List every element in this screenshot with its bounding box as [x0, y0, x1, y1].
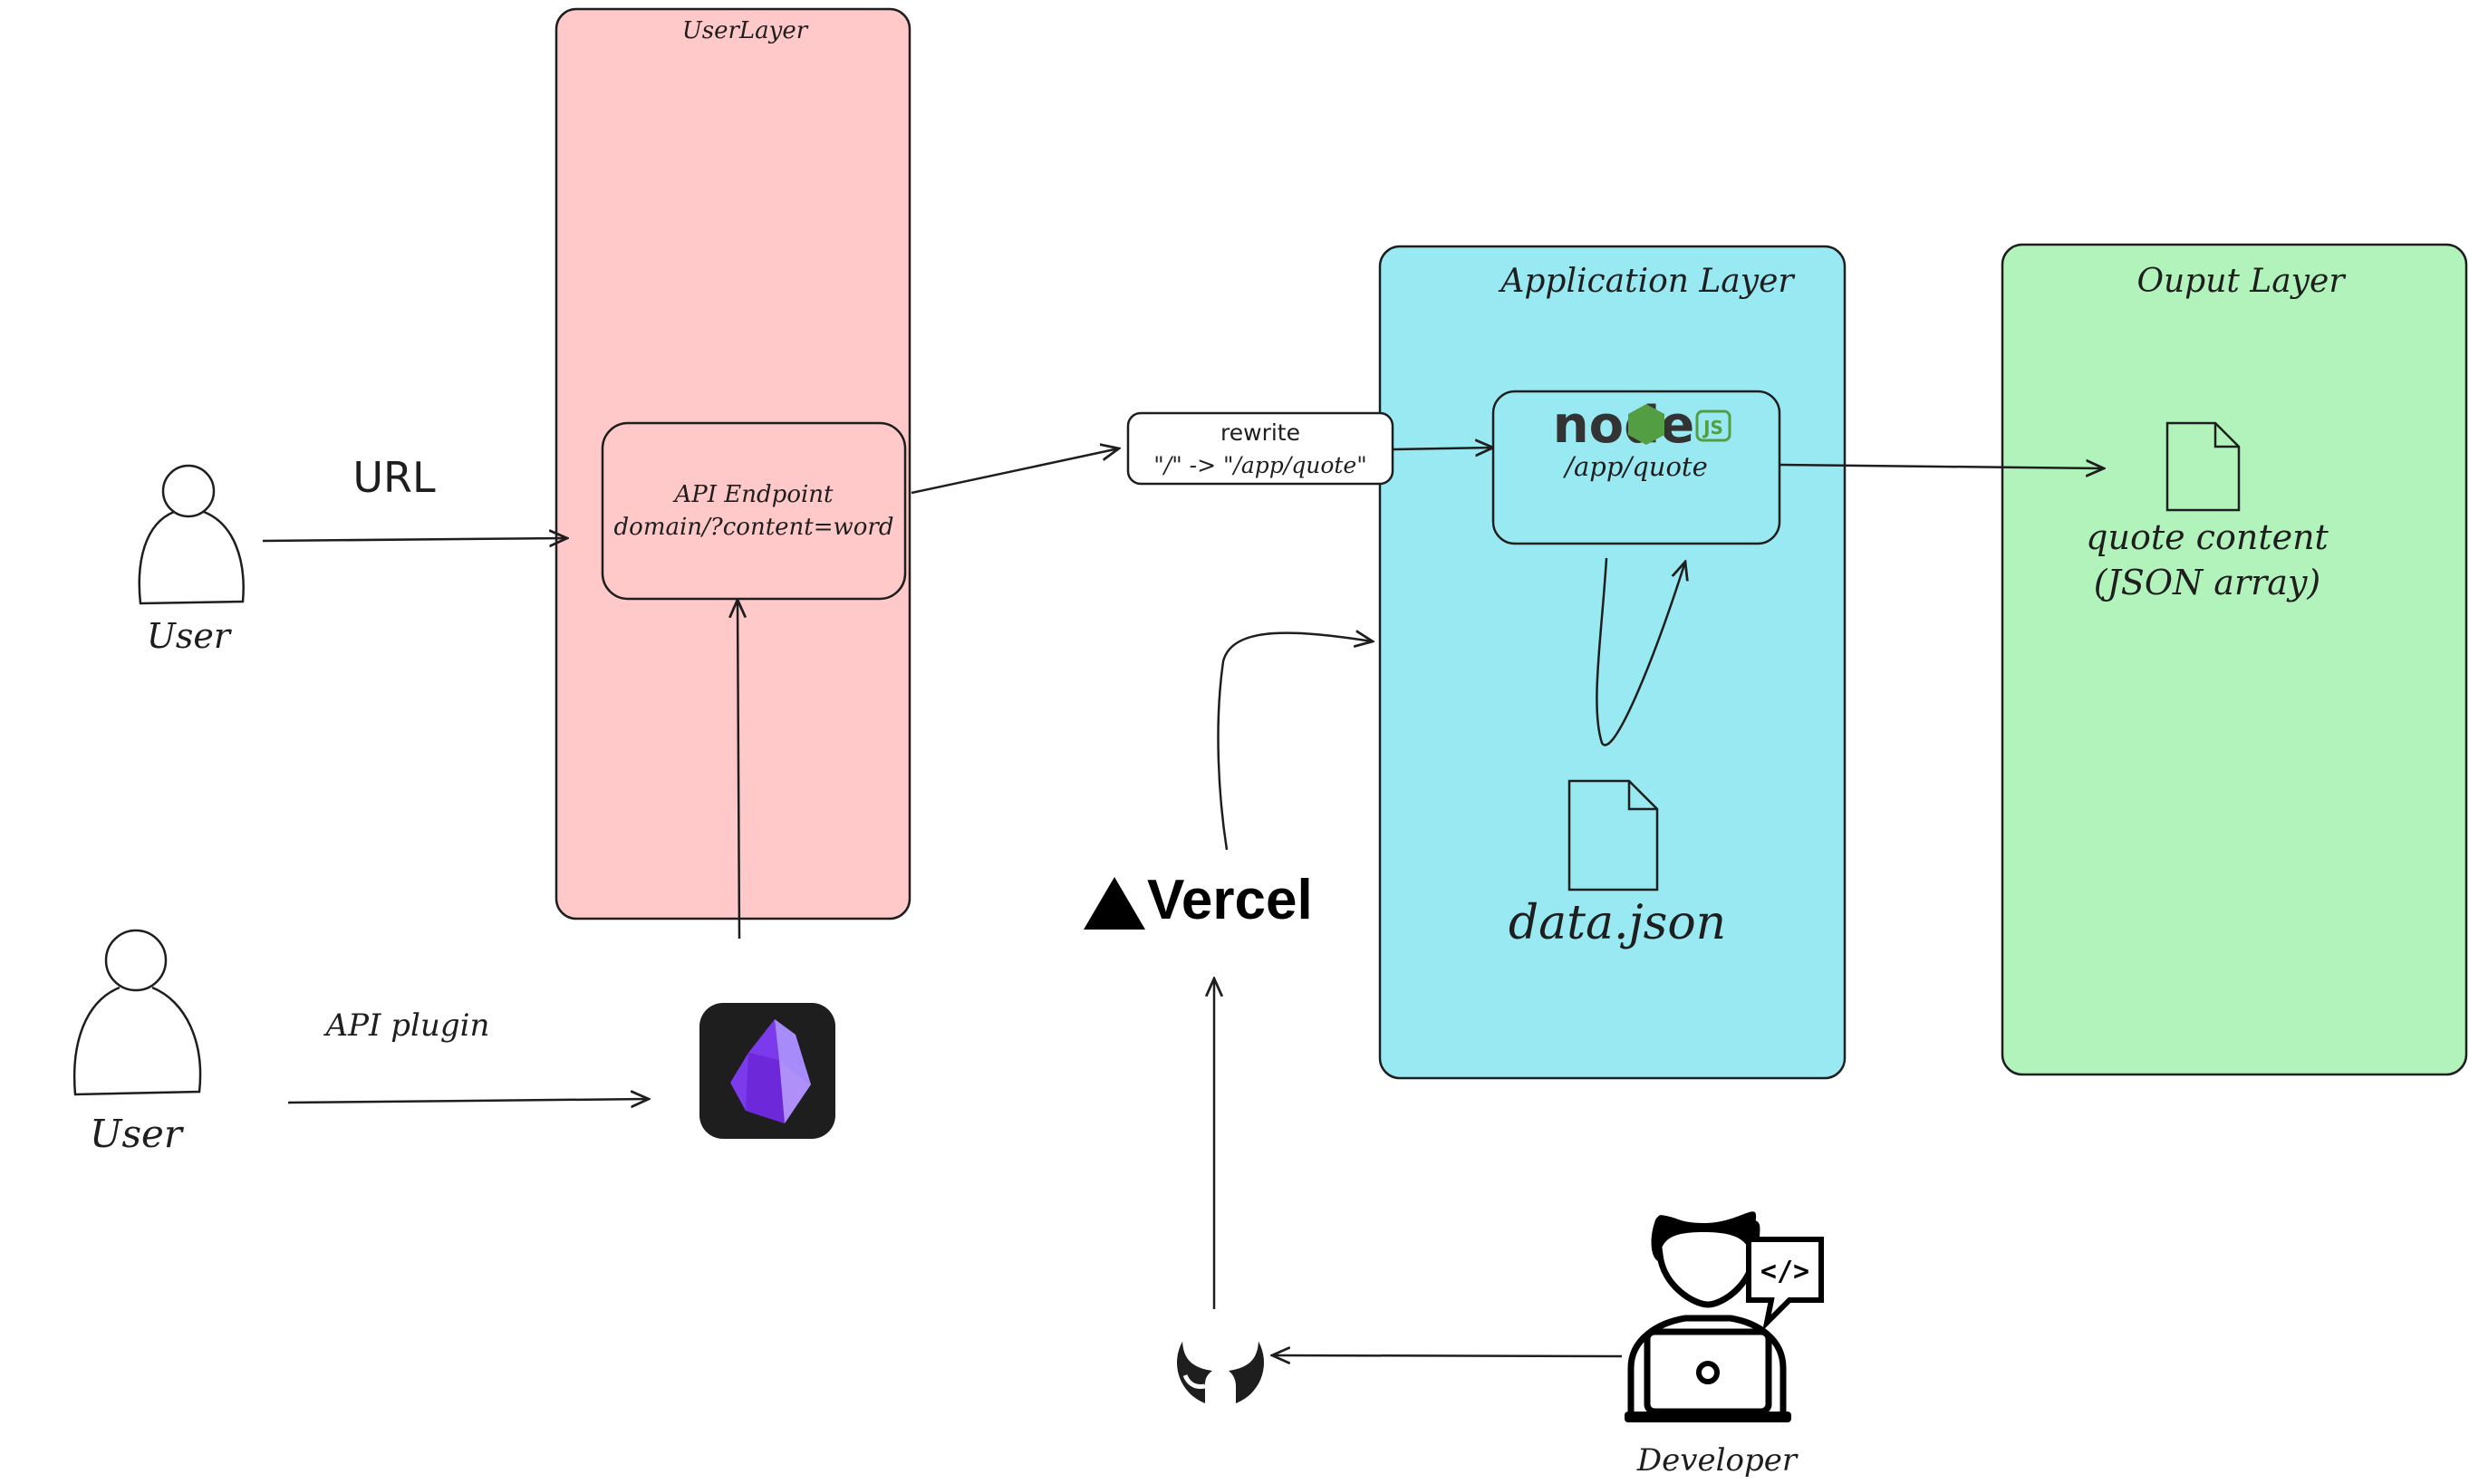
developer-actor: </> Developer	[1625, 1211, 1824, 1479]
endpoint-to-rewrite-arrow	[911, 448, 1119, 495]
developer-code-icon: </>	[1760, 1256, 1809, 1287]
user-icon	[72, 929, 202, 1096]
api-endpoint-node: API Endpoint domain/?content=word	[601, 421, 907, 601]
output-layer-title: Ouput Layer	[2136, 263, 2346, 300]
nodejs-icon: node JS	[1553, 396, 1731, 455]
output-line1: quote content	[2086, 517, 2329, 557]
obsidian-icon	[699, 1003, 835, 1139]
vercel-icon	[1084, 877, 1145, 930]
vercel-to-app-arrow	[1217, 633, 1373, 851]
output-line2: (JSON array)	[2094, 563, 2321, 602]
api-plugin-edge: API plugin	[287, 1007, 649, 1103]
app-to-output-arrow	[1779, 465, 2104, 468]
user-layer-title: UserLayer	[682, 17, 809, 44]
rewrite-to-app-arrow	[1393, 448, 1493, 449]
plugin-to-endpoint-arrow	[738, 600, 739, 940]
output-layer: Ouput Layer	[2001, 243, 2468, 1076]
vercel-label: Vercel	[1147, 869, 1313, 931]
nodejs-logo-badge: JS	[1702, 417, 1723, 438]
application-layer-title: Application Layer	[1498, 263, 1795, 300]
application-layer: Application Layer	[1378, 245, 1847, 1080]
vercel-node: Vercel	[1084, 869, 1313, 931]
file-icon	[1567, 779, 1659, 891]
user-top-actor: User	[138, 464, 245, 656]
developer-icon: </>	[1625, 1211, 1824, 1422]
github-icon	[1177, 1304, 1264, 1407]
app-quote-node: node JS /app/quote	[1491, 390, 1781, 545]
developer-label: Developer	[1636, 1442, 1799, 1479]
nodejs-logo-text: node	[1553, 396, 1694, 455]
app-quote-route: /app/quote	[1562, 451, 1707, 482]
api-endpoint-title: API Endpoint	[673, 481, 834, 508]
output-layer-box	[2001, 243, 2468, 1076]
rewrite-title: rewrite	[1220, 419, 1300, 446]
rewrite-node: rewrite "/" -> "/app/quote"	[1126, 411, 1394, 486]
api-plugin-label: API plugin	[323, 1007, 490, 1044]
data-loop-arrow	[1596, 557, 1685, 747]
user-bottom-actor: User	[72, 929, 202, 1156]
url-edge: URL	[262, 453, 567, 541]
rewrite-rule: "/" -> "/app/quote"	[1153, 452, 1366, 478]
file-icon	[2165, 421, 2241, 512]
url-label: URL	[352, 453, 436, 502]
application-layer-box	[1378, 245, 1847, 1080]
user-top-label: User	[147, 616, 233, 656]
user-icon	[138, 464, 245, 605]
output-node: quote content (JSON array)	[2086, 421, 2329, 602]
developer-to-github-arrow	[1272, 1355, 1623, 1356]
data-json-node: data.json	[1509, 779, 1726, 950]
data-json-label: data.json	[1509, 896, 1726, 950]
user-bottom-label: User	[90, 1112, 185, 1156]
api-endpoint-path: domain/?content=word	[614, 514, 894, 541]
